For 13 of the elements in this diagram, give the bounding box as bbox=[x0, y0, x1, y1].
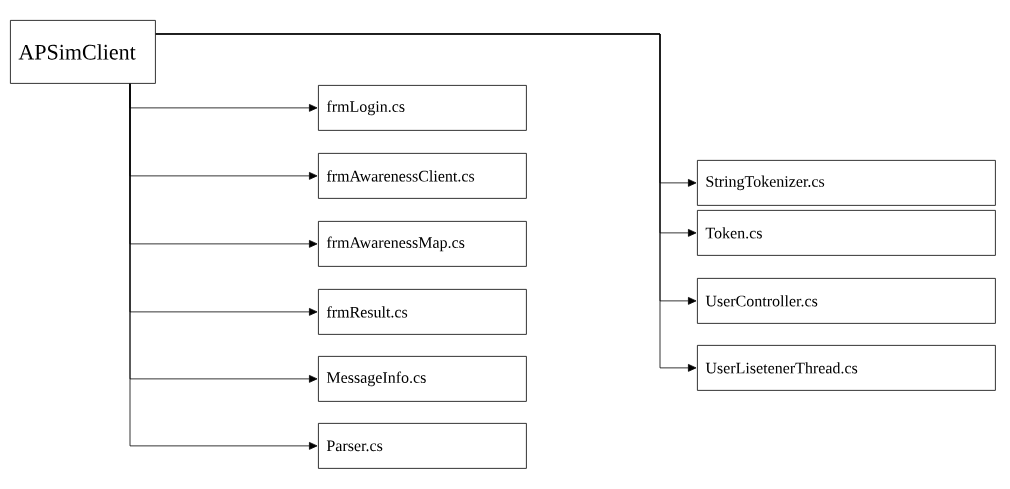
arrow bbox=[155, 33, 697, 372]
root-box: APSimClient bbox=[10, 20, 156, 84]
class-box: frmAwarenessMap.cs bbox=[318, 221, 527, 267]
class-box: UserController.cs bbox=[697, 278, 996, 324]
class-box: frmLogin.cs bbox=[318, 85, 527, 131]
class-box: Parser.cs bbox=[318, 423, 527, 469]
class-box: MessageInfo.cs bbox=[318, 356, 527, 402]
class-box: Token.cs bbox=[697, 210, 996, 256]
arrow bbox=[129, 83, 318, 450]
class-box: UserLisetenerThread.cs bbox=[697, 345, 996, 391]
class-box: frmResult.cs bbox=[318, 289, 527, 335]
class-box: StringTokenizer.cs bbox=[697, 160, 996, 206]
class-box: frmAwarenessClient.cs bbox=[318, 153, 527, 199]
